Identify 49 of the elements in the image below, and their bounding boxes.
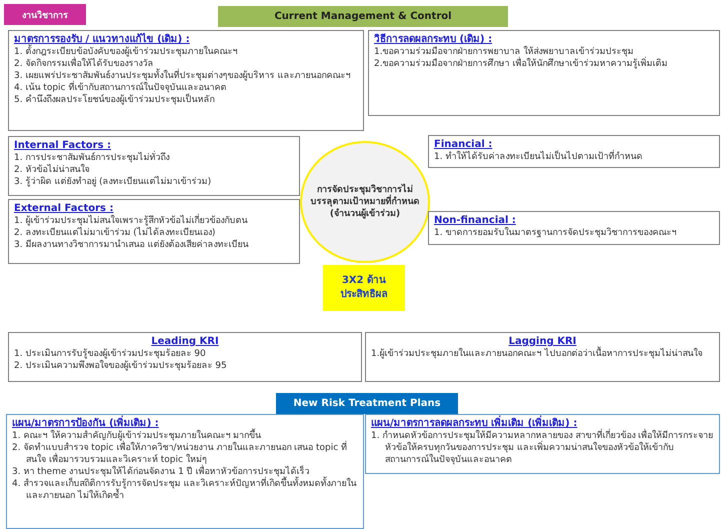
list-item: 1. กำหนดหัวข้อการประชุมให้มีความหลากหลายของ สาขาที่เกี่ยวข้อง เพื่อให้มีการกระจายหัวข้อให้ครบทุกวันของการประชุม และเพิ่มความน่าสนใจของหัวข้อให้เข้ากับสถานการณ์ในปัจจุบันและอนาคต [371, 430, 714, 466]
text-box [428, 135, 720, 168]
list-item: 1. ประเมินการรับรู้ของผู้เข้าร่วมประชุมร้อยละ 90 [14, 348, 207, 360]
category-tag: งานวิชาการ [4, 4, 86, 25]
list-item: 3. มีผลงานทางวิชาการมานำเสนอ แต่ยังต้องเสียค่าลงทะเบียน [14, 239, 250, 251]
list-item: 5. คำนึงถึงผลประโยชน์ของผู้เข้าร่วมประชุมเป็นหลัก [14, 94, 216, 106]
section-banner: New Risk Treatment Plans [276, 393, 458, 414]
text-box [8, 30, 364, 131]
list-item: 2. หัวข้อไม่น่าสนใจ [14, 164, 90, 176]
list-item: 1. ผู้เข้าร่วมประชุมไม่สนใจเพราะรู้สึกหัวข้อไม่เกี่ยวข้องกับตน [14, 215, 294, 227]
box-heading: มาตรการรองรับ / แนวทางแก้ไข (เดิม) : [14, 33, 190, 45]
text-box [368, 30, 720, 116]
list-item: 2.ขอความร่วมมือจากฝ่ายการศึกษา เพื่อให้นักศึกษาเข้าร่วมหาความรู้เพิ่มเติม [374, 58, 714, 70]
list-item: 2. ลงทะเบียนแต่ไม่มาเข้าร่วม (ไม่ได้ลงทะเบียนเอง) [14, 227, 216, 239]
list-item: 1.ขอความร่วมมือจากฝ่ายการพยาบาล ให้ส่งพยาบาลเข้าร่วมประชุม [374, 46, 634, 57]
box-heading: Non-financial : [434, 214, 517, 226]
box-heading: Leading KRI [150, 335, 220, 348]
rating-box: 3X2 ด้านประสิทธิผล [323, 265, 405, 311]
box-heading: แผน/มาตรการลดผลกระทบ เพิ่มเติม (เพิ่มเติม) : [371, 417, 714, 430]
box-heading: External Factors : [14, 202, 114, 214]
text-box [8, 136, 300, 196]
list-item: 1. ทำให้ได้รับค่าลงทะเบียนไม่เป็นไปตามเป้าที่กำหนด [434, 151, 714, 163]
text-box [8, 332, 362, 382]
list-item: 1. คณะฯ ให้ความสำคัญกับผู้เข้าร่วมประชุมภายในคณะฯ มากขึ้น [12, 430, 358, 442]
list-item: 1. การประชาสัมพันธ์การประชุมไม่ทั่วถึง [14, 152, 294, 164]
text-box [365, 332, 720, 382]
section-banner: Current Management & Control [218, 6, 508, 27]
box-heading: Internal Factors : [14, 139, 112, 151]
list-item: 2. จัดกิจกรรมเพื่อให้ได้รับของรางวัล [14, 58, 358, 70]
node-text: การจัดประชุมวิชาการไม่บรรลุตามเป้าหมายที่กำหนด (จำนวนผู้เข้าร่วม) [310, 184, 420, 220]
box-heading: วิธีการลดผลกระทบ (เดิม) : [374, 33, 494, 46]
list-item: 3. รู้ว่าผิด แต่ยังทำอยู่ (ลงทะเบียนแต่ไม่มาเข้าร่วม) [14, 176, 212, 188]
list-item: 1. ขาดการยอมรับในมาตรฐานการจัดประชุมวิชาการของคณะฯ [434, 227, 678, 239]
list-item: 4. สำรวจและเก็บสถิติการรับรู้การจัดประชุม และวิเคราะห์ปัญหาที่เกิดขึ้นทั้งหมดทั้งภายในและภายนอก ไม่ให้เกิดซ้ำ [12, 478, 358, 502]
box-heading: Financial : [434, 138, 492, 150]
list-item: 3. หา theme งานประชุมให้ได้ก่อนจัดงาน 1 ปี เพื่อหาหัวข้อการประชุมได้เร็ว [12, 466, 358, 478]
list-item: 2. จัดทำแบบสำรวจ topic เพื่อให้ภาควิชา/หน่วยงาน ภายในและภายนอก เสนอ topic ที่สนใจ เพื่อมารวบรวมและวิเคราะห์ topic ใหม่ๆ [12, 442, 358, 466]
text-box [6, 414, 364, 529]
box-heading: แผน/มาตรการป้องกัน (เพิ่มเติม) : [12, 417, 358, 430]
box-heading: Lagging KRI [508, 335, 576, 347]
text-box [365, 414, 720, 474]
list-item: 2. ประเมินความพึงพอใจของผู้เข้าร่วมประชุมร้อยละ 95 [14, 360, 228, 372]
list-item: 3. เผยแพร่ประชาสัมพันธ์งานประชุมทั้งในที่ประชุมต่างๆของผู้บริหาร และภายนอกคณะฯ [14, 70, 358, 82]
list-item: 1. ตั้งกฎระเบียบข้อบังคับของผู้เข้าร่วมประชุมภายในคณะฯ [14, 46, 358, 58]
text-box [428, 211, 720, 245]
text-box [8, 199, 300, 264]
list-item: 1.ผู้เข้าร่วมประชุมภายในและภายนอกคณะฯ ไปบอกต่อว่าเนื้อหาการประชุมไม่น่าสนใจ [371, 348, 714, 360]
circle-node [300, 141, 430, 263]
list-item: 4. เน้น topic ที่เข้ากับสถานการณ์ในปัจจุบันและอนาคต [14, 82, 358, 94]
